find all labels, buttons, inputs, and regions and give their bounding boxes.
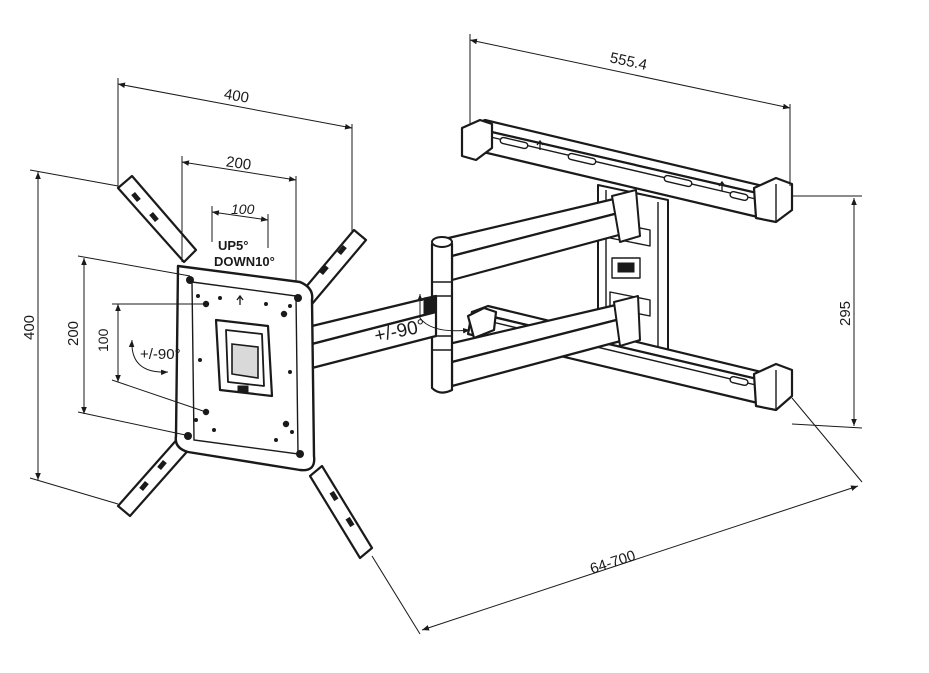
tv-bracket-plate: [174, 264, 316, 472]
wall-plate-height-label: 295: [837, 301, 854, 326]
dimension-labels: 400 200 100 400 200 100 555.4 295 64-700…: [21, 49, 854, 577]
tilt-down-label: DOWN10°: [214, 254, 275, 269]
vesa-inner-height-label: 100: [95, 328, 111, 352]
articulating-arms: [310, 189, 641, 394]
vesa-middle-height-label: 200: [65, 321, 82, 346]
extension-label: 64-700: [588, 547, 638, 578]
dimension-lines: [29, 34, 863, 635]
vesa-outer-height-label: 400: [21, 315, 38, 340]
rotation-label: +/-90°: [140, 346, 181, 363]
vesa-outer-width-label: 400: [223, 86, 251, 107]
tilt-up-label: UP5°: [218, 238, 249, 253]
vesa-inner-width-label: 100: [231, 201, 255, 217]
vesa-middle-width-label: 200: [225, 153, 252, 173]
